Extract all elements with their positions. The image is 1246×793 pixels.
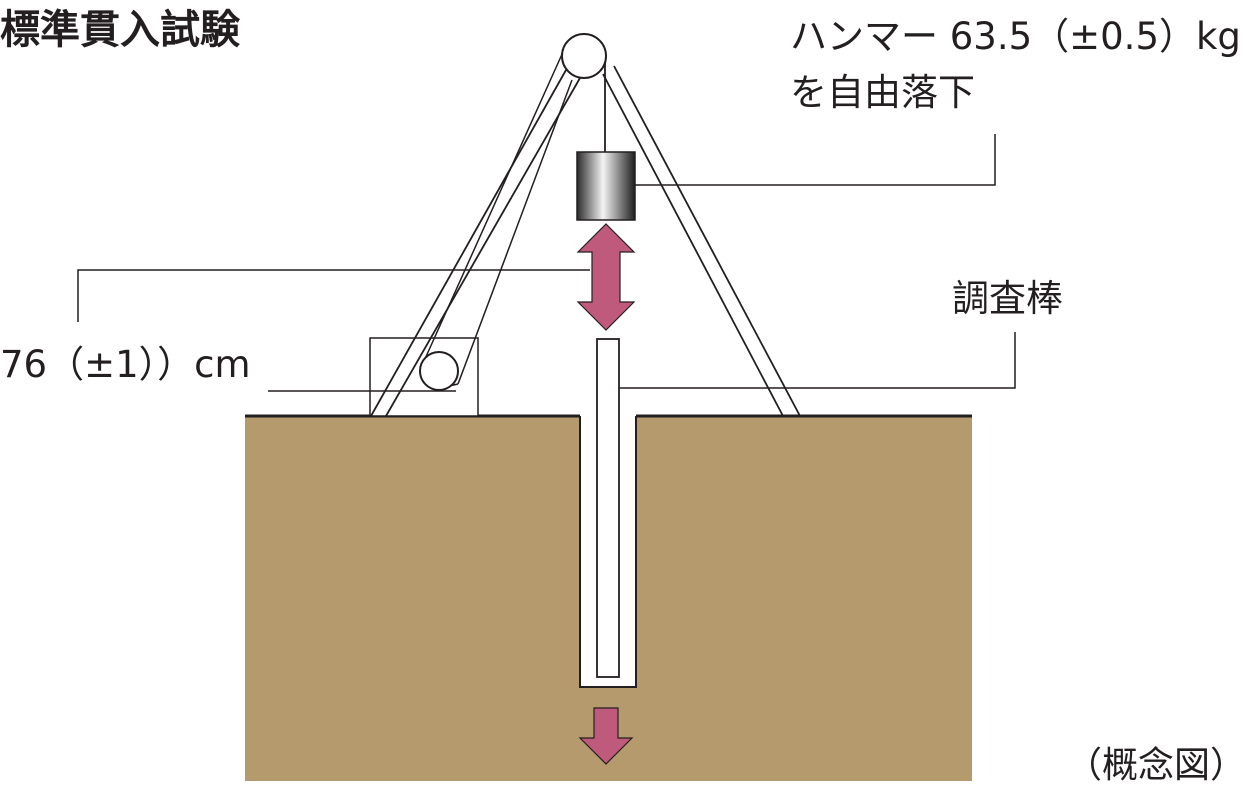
sampling-rod — [596, 338, 620, 678]
hammer-icon — [576, 151, 636, 221]
diagram-title: 標準貫入試験 — [0, 7, 240, 53]
tripod-frame — [370, 65, 801, 417]
pulley-icon — [561, 33, 607, 79]
concept-note-label: （概念図） — [1066, 745, 1246, 786]
hammer-leader-line — [635, 134, 996, 186]
height-leader-line — [77, 269, 590, 322]
drop-height-label: 76（±1））cm — [0, 343, 251, 386]
hammer-label: ハンマー 63.5（±0.5）kg — [790, 15, 1241, 58]
winch-rope — [419, 51, 573, 387]
soil-ground — [245, 416, 972, 781]
borehole-outline — [579, 416, 637, 688]
drop-height-double-arrow — [576, 223, 636, 331]
winch-drum-icon — [419, 351, 459, 391]
penetration-arrow-down — [578, 707, 634, 765]
rod-leader-line — [619, 332, 1016, 389]
rod-label: 調査棒 — [952, 277, 1063, 320]
hammer-drop-label: を自由落下 — [790, 71, 975, 114]
